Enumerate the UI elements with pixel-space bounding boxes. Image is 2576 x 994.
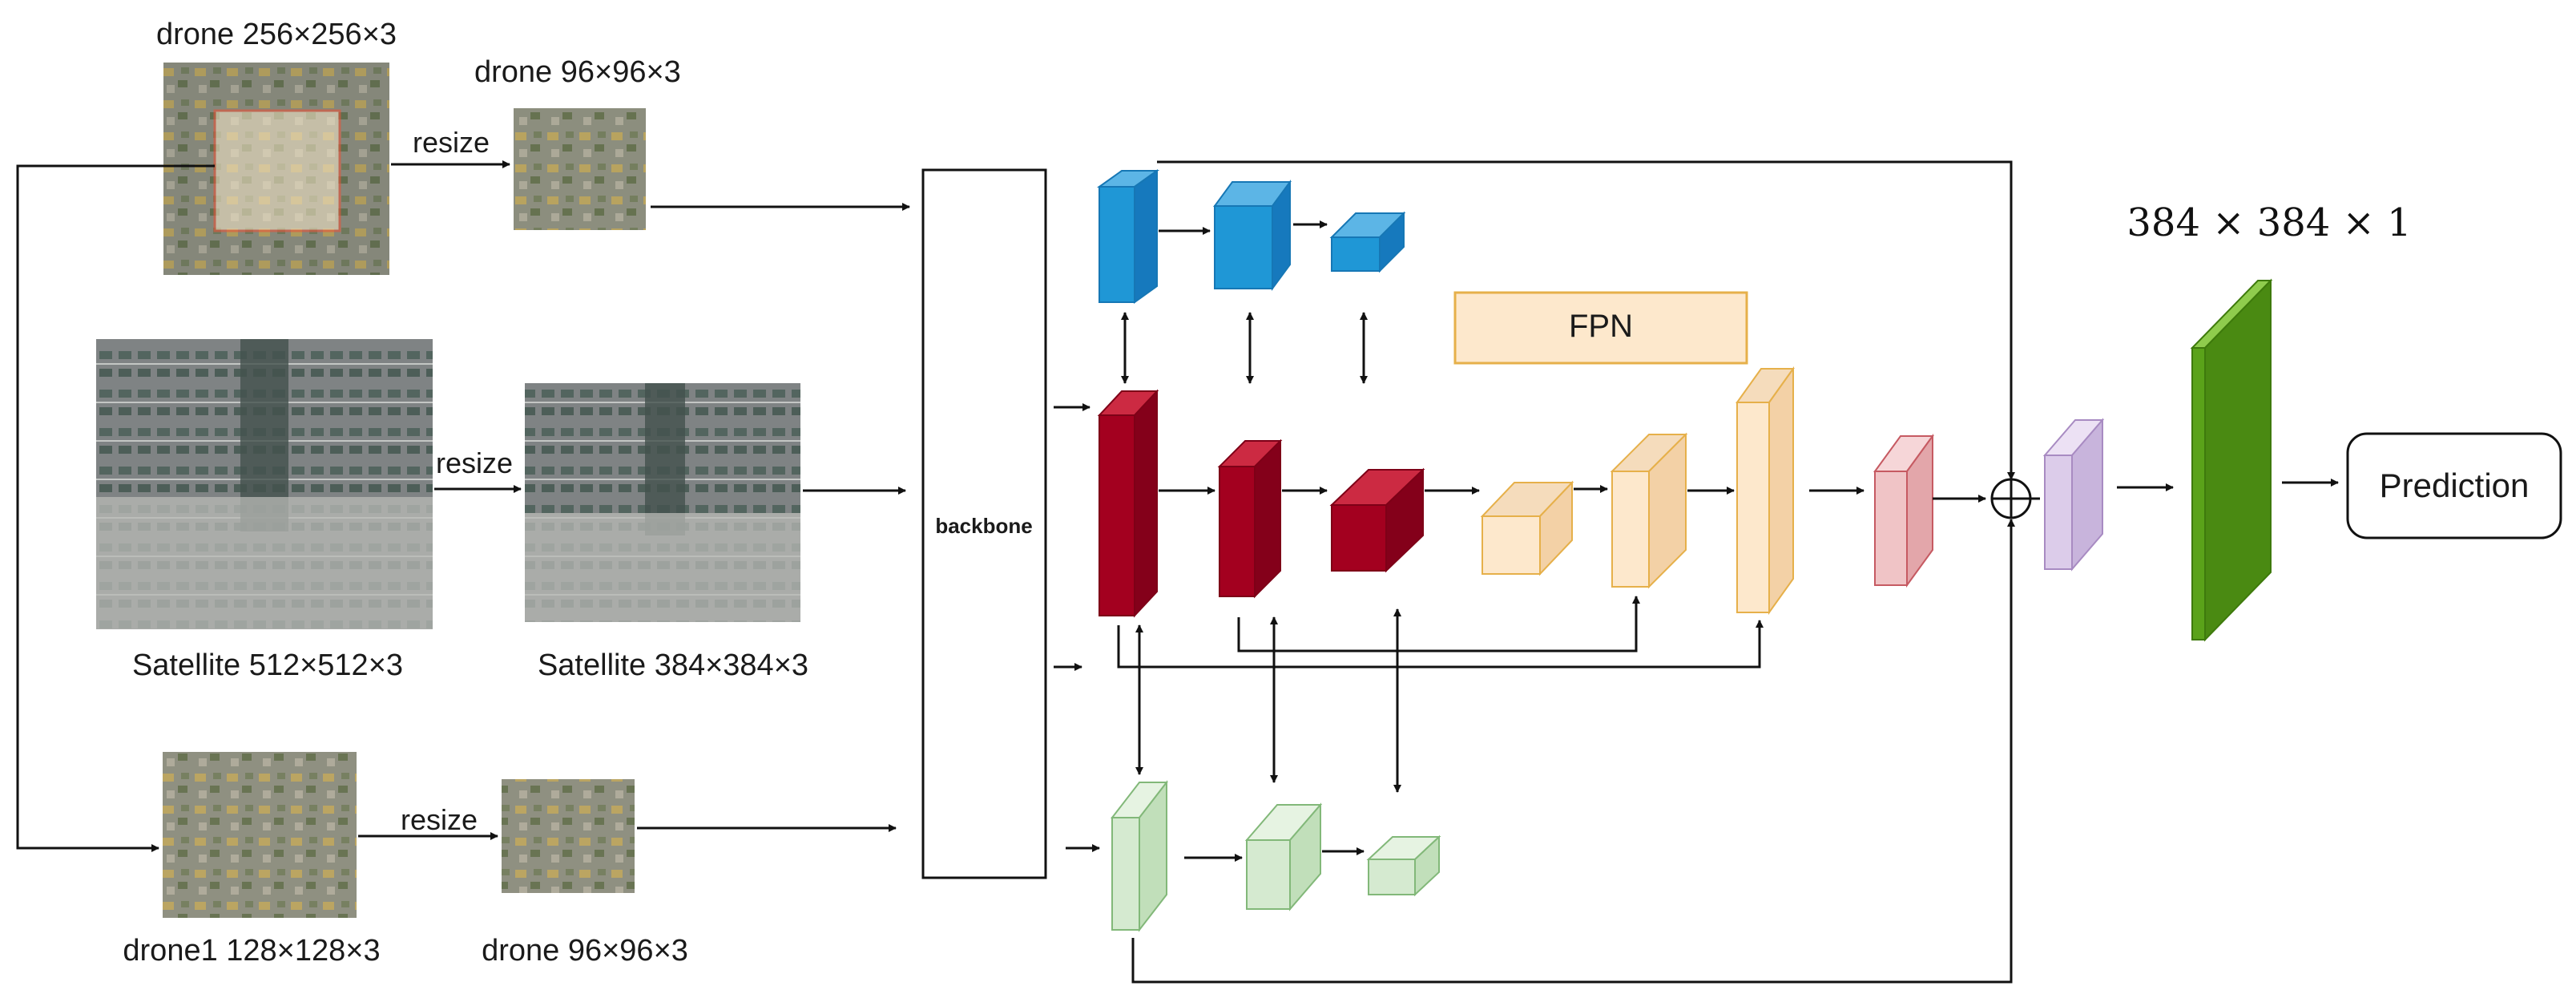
input-images: drone 256×256×3 drone 96×96×3 resize Sat… [96,18,808,968]
green-block-3 [1366,834,1441,897]
crop-box [213,109,341,232]
prediction-label: Prediction [2380,467,2530,504]
sum-node [1990,478,2032,519]
prediction-box: Prediction [2346,432,2562,539]
red-block-3 [1329,467,1425,573]
satellite-384-label: Satellite 384×384×3 [538,649,808,682]
fpn-block-3 [1735,366,1795,616]
lavender-block [2042,418,2105,572]
drone1-128-label: drone1 128×128×3 [123,934,380,968]
fpn-label: FPN [1569,309,1633,344]
backbone-label: backbone [935,514,1032,538]
blue-block-1 [1096,169,1160,304]
red-block-1 [1097,389,1159,618]
pink-block [1873,433,1934,588]
drone-256-image [163,63,389,275]
fpn-box: FPN [1453,291,1748,365]
resize-label-bottom: resize [401,803,478,836]
lateral-connections [1117,596,1764,669]
drone1-128-image [163,752,357,918]
satellite-384-image [525,383,800,622]
red-block-2 [1217,438,1283,599]
satellite-512-image [96,339,433,629]
green-feature-branch [1110,780,1441,932]
fpn-block-2 [1610,432,1688,589]
drone-96-bottom-label: drone 96×96×3 [482,934,688,968]
drone-96-bottom-image [502,779,635,893]
green-block-2 [1244,802,1323,911]
blue-feature-branch [1096,169,1406,304]
resize-label-top: resize [413,126,490,159]
backbone-block: backbone [921,168,1047,879]
satellite-512-label: Satellite 512×512×3 [132,649,403,682]
green-block-1 [1110,780,1169,932]
cross-branch-links [1121,312,1401,793]
drone-256-label: drone 256×256×3 [156,18,397,51]
drone-96-top-image [514,108,646,230]
blue-block-3 [1329,211,1406,273]
output-map-block [2190,278,2273,642]
red-feature-branch [1097,366,1986,618]
blue-block-2 [1213,179,1292,292]
fpn-block-1 [1480,480,1574,576]
input-arrows [16,160,910,852]
output-size-label: 384 × 384 × 1 [2127,200,2411,245]
skip-connections [1131,160,2015,984]
resize-label-middle: resize [436,446,513,479]
drone-96-top-label: drone 96×96×3 [474,55,681,89]
